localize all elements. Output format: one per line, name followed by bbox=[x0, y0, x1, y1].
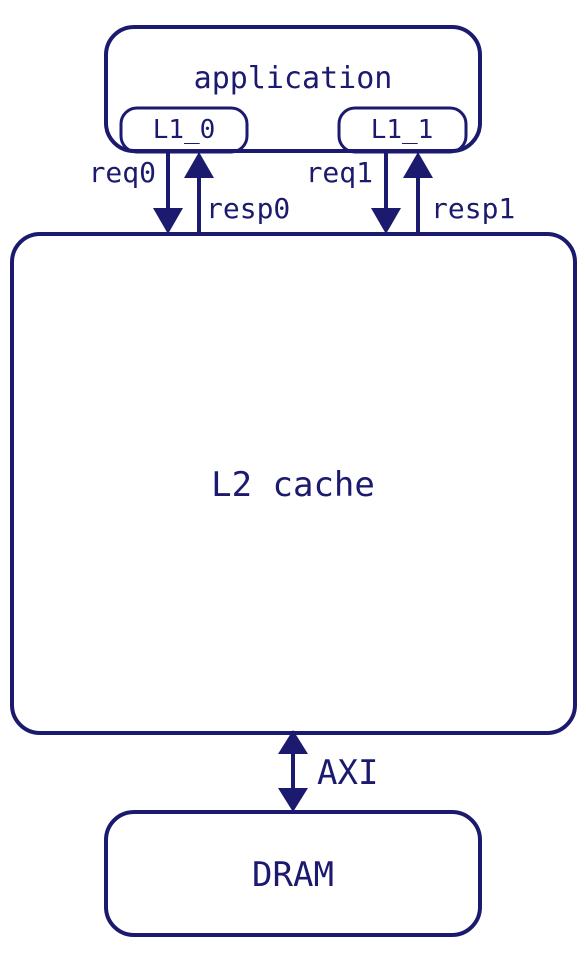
resp0-label: resp0 bbox=[206, 192, 290, 225]
axi-label: AXI bbox=[317, 753, 378, 793]
application-box bbox=[104, 25, 482, 153]
dram-box bbox=[104, 810, 482, 937]
req0-arrow bbox=[153, 152, 183, 234]
req0-label: req0 bbox=[89, 156, 156, 189]
resp0-arrow bbox=[184, 152, 214, 234]
req1-label: req1 bbox=[306, 156, 373, 189]
axi-arrow bbox=[278, 730, 308, 812]
req1-arrow bbox=[371, 152, 401, 234]
dram-label: DRAM bbox=[252, 855, 334, 895]
resp1-label: resp1 bbox=[431, 192, 515, 225]
resp1-arrow bbox=[403, 152, 433, 234]
l2-cache-label: L2 cache bbox=[211, 465, 375, 505]
l1-1-box bbox=[337, 106, 468, 154]
l1-0-box bbox=[119, 106, 249, 154]
application-label: application bbox=[194, 61, 393, 96]
l1-1-label: L1_1 bbox=[371, 115, 434, 145]
l1-0-label: L1_0 bbox=[153, 115, 216, 145]
